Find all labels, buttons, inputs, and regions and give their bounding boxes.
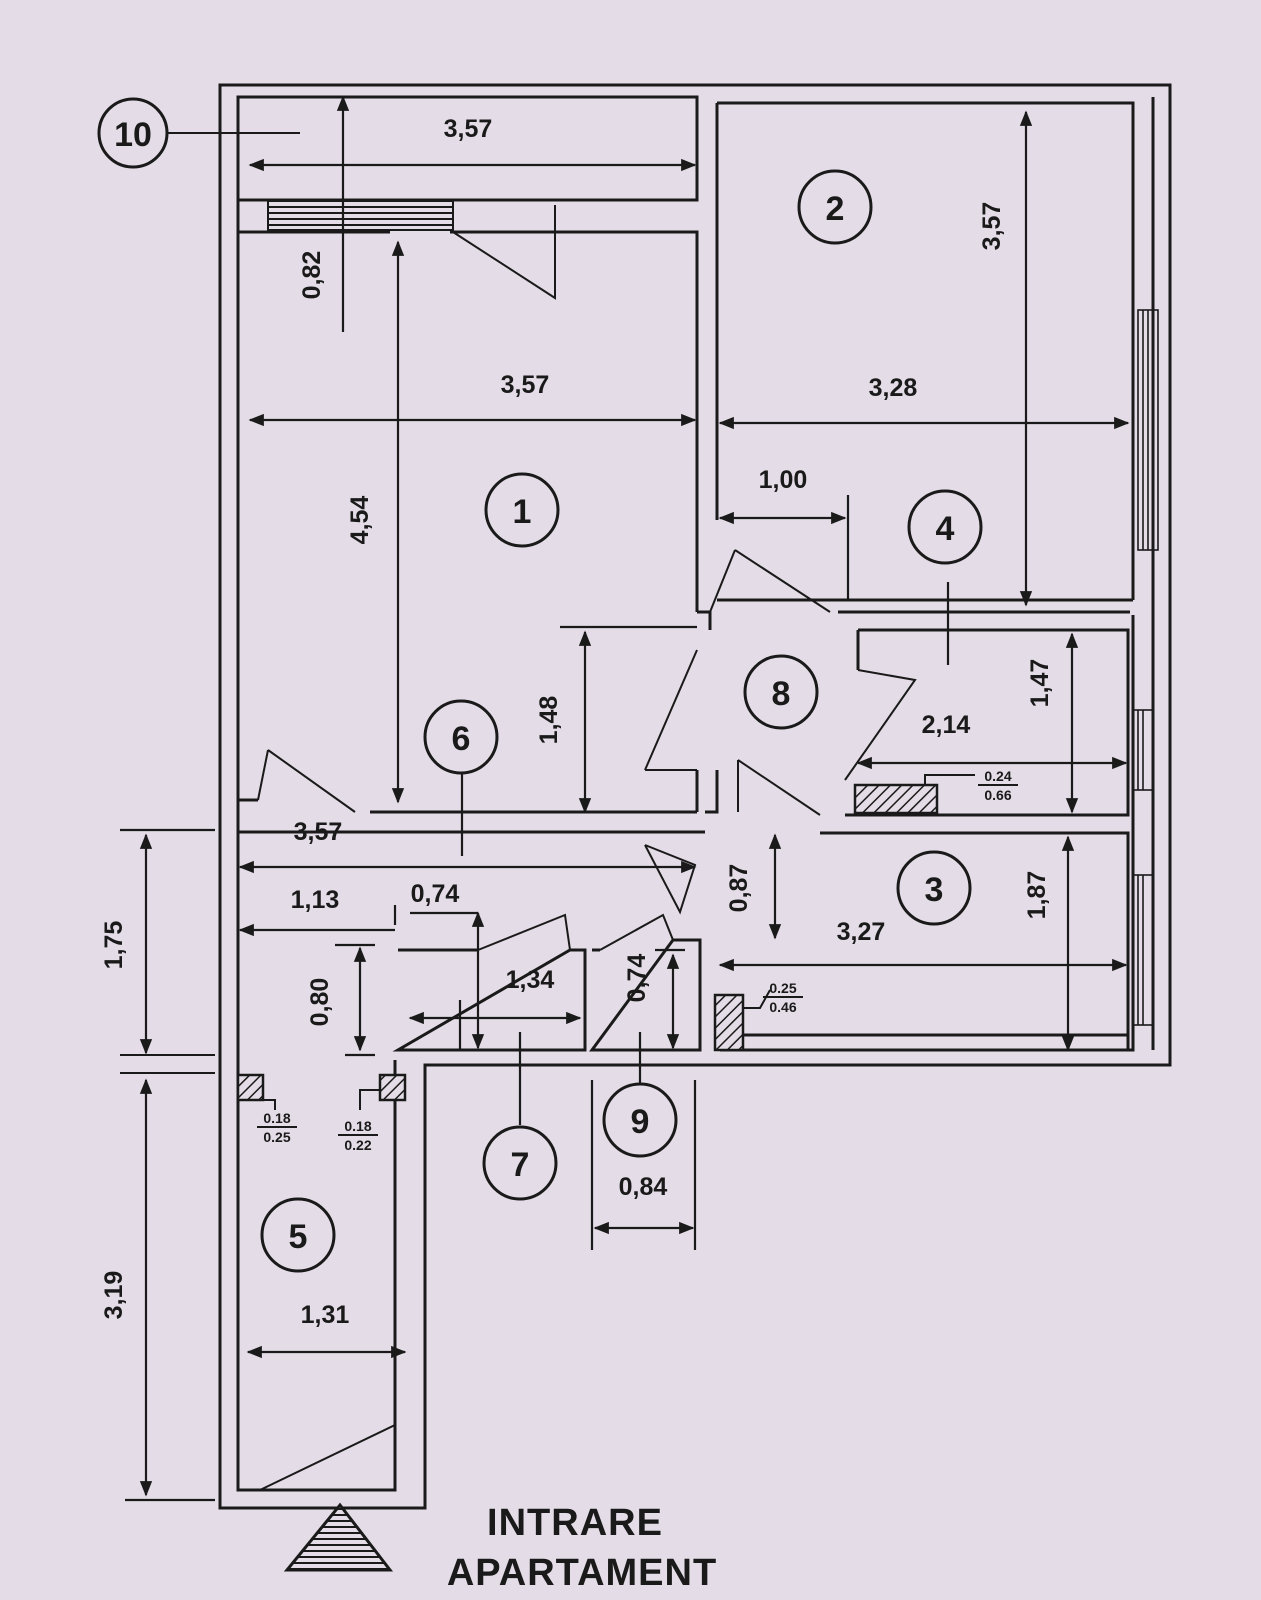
- svg-text:6: 6: [452, 720, 471, 758]
- dim-balcony-width: 3,57: [444, 115, 493, 143]
- room-2-label: 2: [797, 169, 873, 245]
- entrance: INTRARE APARTAMENT: [283, 1502, 717, 1594]
- duct1-bottom: 0.66: [984, 787, 1011, 803]
- dimension-lines: [120, 95, 1130, 1502]
- dim-room2-length: 3,57: [978, 202, 1006, 251]
- dim-0-74-top: 0,74: [411, 880, 460, 908]
- room-labels: 10 1 2 4 8 6 3 9: [97, 97, 983, 1273]
- room-10-label: 10: [97, 97, 300, 169]
- svg-text:8: 8: [772, 675, 791, 713]
- entrance-arrow-icon: [283, 1502, 394, 1572]
- room-4-label: 4: [907, 489, 983, 565]
- door-swings: [257, 205, 917, 1491]
- svg-text:9: 9: [631, 1103, 650, 1141]
- dim-room4-width: 2,14: [922, 711, 971, 739]
- dim-room4-depth: 1,47: [1026, 659, 1054, 708]
- dim-room1-length: 4,54: [346, 496, 374, 545]
- room-7-label: 7: [482, 1125, 558, 1201]
- dim-room9-depth: 0,74: [623, 954, 651, 1003]
- dim-room2-width: 3,28: [869, 374, 918, 402]
- windows: [120, 309, 1159, 1074]
- entrance-line1: INTRARE: [487, 1502, 663, 1544]
- walls: [218, 83, 1172, 1510]
- dim-1-13: 1,13: [291, 886, 340, 914]
- duct3-top: 0.18: [263, 1110, 290, 1126]
- dim-0-87: 0,87: [725, 864, 753, 913]
- dim-room9-width: 0,84: [619, 1173, 668, 1201]
- duct2-bottom: 0.46: [769, 999, 796, 1015]
- balcony-threshold: [267, 199, 454, 231]
- dim-balcony-depth: 0,82: [298, 251, 326, 300]
- duct-room5: [236, 1073, 265, 1102]
- dim-room3-width: 3,27: [837, 918, 886, 946]
- room-3-label: 3: [896, 850, 972, 926]
- dim-hall-width: 3,57: [294, 818, 343, 846]
- svg-text:10: 10: [114, 116, 152, 154]
- svg-text:7: 7: [511, 1146, 530, 1184]
- svg-text:1: 1: [513, 493, 532, 531]
- ducts: [236, 774, 975, 1110]
- duct-room4: [853, 783, 939, 815]
- room-1-label: 1: [484, 472, 560, 548]
- duct4-bottom: 0.22: [344, 1137, 371, 1153]
- room-5-label: 5: [260, 1197, 336, 1273]
- room-9-label: 9: [602, 1082, 678, 1158]
- dim-room7-width: 1,34: [506, 966, 555, 994]
- dim-room3-depth: 1,87: [1023, 871, 1051, 920]
- duct-room3: [713, 993, 745, 1052]
- dim-room1-width: 3,57: [501, 371, 550, 399]
- duct4-top: 0.18: [344, 1118, 371, 1134]
- svg-text:4: 4: [936, 510, 955, 548]
- dim-room5-width: 1,31: [301, 1301, 350, 1329]
- svg-text:3: 3: [925, 871, 944, 909]
- duct1-top: 0.24: [984, 768, 1011, 784]
- duct3-bottom: 0.25: [263, 1129, 290, 1145]
- svg-text:5: 5: [289, 1218, 308, 1256]
- dim-room1-nook: 1,48: [535, 696, 563, 745]
- duct-room7: [378, 1073, 407, 1102]
- duct-labels: 0.24 0.66 0.25 0.46 0.18 0.25 0.18 0.22: [257, 768, 1018, 1153]
- entrance-line2: APARTAMENT: [447, 1552, 717, 1594]
- room-6-label: 6: [423, 699, 499, 775]
- dim-room5-length: 3,19: [100, 1271, 128, 1320]
- dimension-labels: 3,57 0,82 3,57 4,54 1,48 3,28 3,57 1,00 …: [100, 115, 1054, 1329]
- duct2-top: 0.25: [769, 980, 796, 996]
- dim-room4-offset: 1,00: [759, 466, 808, 494]
- room-8-label: 8: [743, 654, 819, 730]
- dim-0-80: 0,80: [306, 978, 334, 1027]
- svg-text:2: 2: [826, 190, 845, 228]
- dim-hall-depth-left: 1,75: [100, 921, 128, 970]
